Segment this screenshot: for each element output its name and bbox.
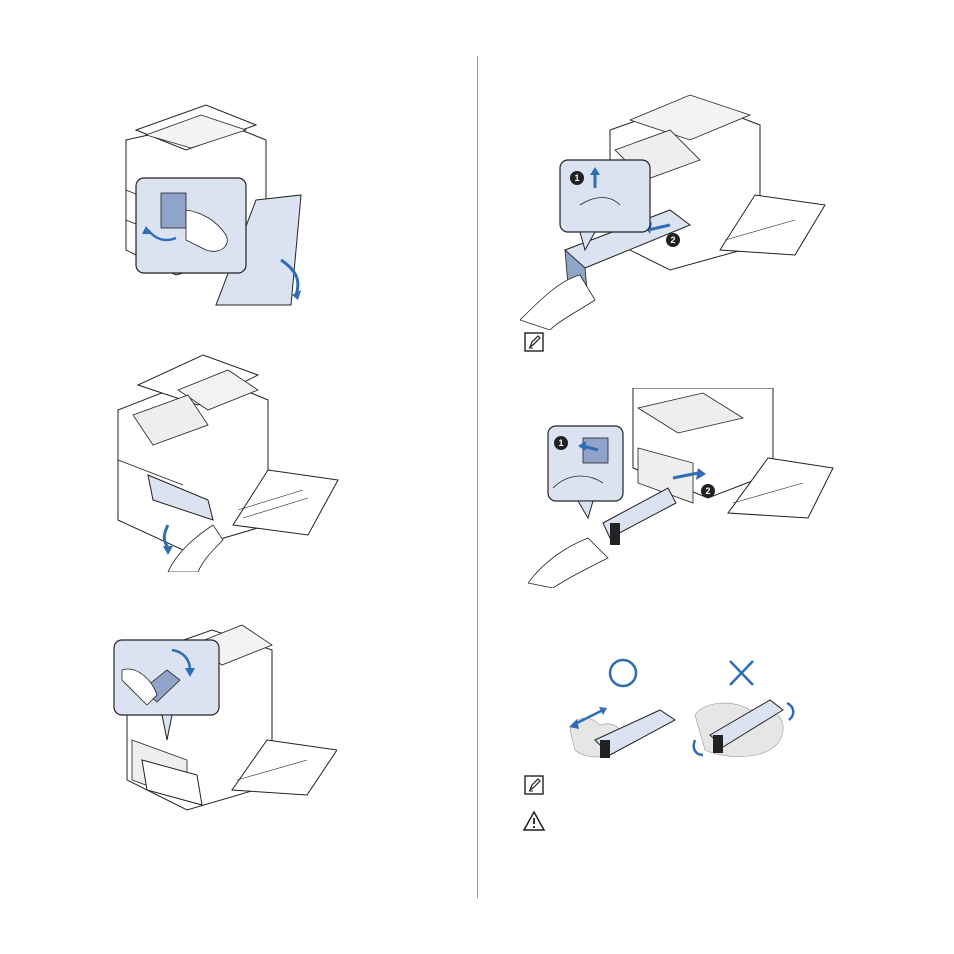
figure-open-front-cover xyxy=(108,350,343,572)
figure-handling xyxy=(565,655,810,775)
figure-remove-drum: 1 2 xyxy=(528,388,838,588)
note-icon xyxy=(524,332,544,357)
note-icon xyxy=(524,775,544,800)
figure-lever xyxy=(112,610,337,815)
wrong-cross-icon xyxy=(730,661,753,685)
callout-2-label: 2 xyxy=(670,235,675,245)
correct-circle-icon xyxy=(610,660,636,686)
figure-open-side-cover xyxy=(106,100,316,315)
column-divider xyxy=(477,56,478,898)
figure-remove-toner: 1 2 xyxy=(520,90,830,330)
callout-1-label: 1 xyxy=(574,173,579,183)
callout-2-label: 2 xyxy=(705,486,710,496)
callout-1-label: 1 xyxy=(558,438,563,448)
warning-icon xyxy=(522,810,546,837)
